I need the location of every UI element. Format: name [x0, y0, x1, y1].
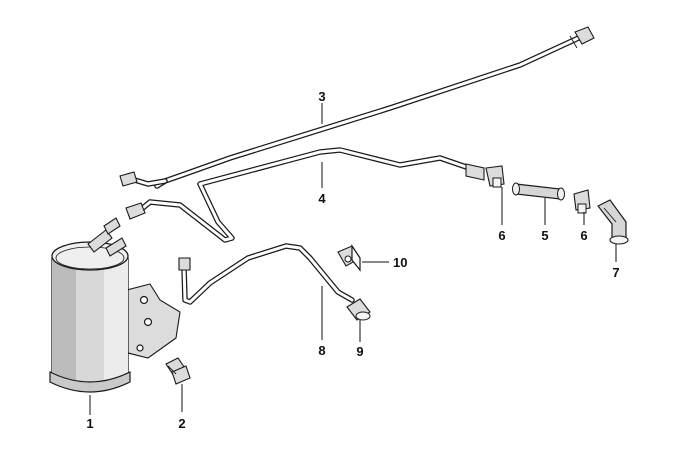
leader-lines [89, 103, 617, 415]
callout-2: 2 [178, 416, 185, 431]
callout-6-left: 6 [498, 228, 505, 243]
clamp-6-right [573, 189, 591, 214]
callout-10: 10 [393, 255, 407, 270]
callout-5: 5 [541, 228, 548, 243]
callout-9: 9 [356, 344, 363, 359]
callout-8: 8 [318, 343, 325, 358]
bolt-2 [165, 357, 191, 385]
callout-labels: 1 2 3 4 5 6 6 7 8 9 10 [86, 89, 619, 431]
canister-1 [49, 217, 181, 393]
callout-1: 1 [86, 416, 93, 431]
callout-4: 4 [318, 191, 326, 206]
elbow-7 [597, 199, 629, 245]
clip-10 [337, 244, 361, 272]
pipe-4 [125, 147, 485, 243]
pipe-8 [178, 243, 355, 305]
pipe-3 [119, 26, 595, 189]
hose-5 [512, 182, 565, 201]
sleeve-9 [346, 298, 371, 321]
callout-3: 3 [318, 89, 325, 104]
clamp-6-left [485, 165, 505, 188]
callout-6-right: 6 [580, 228, 587, 243]
callout-7: 7 [612, 265, 619, 280]
